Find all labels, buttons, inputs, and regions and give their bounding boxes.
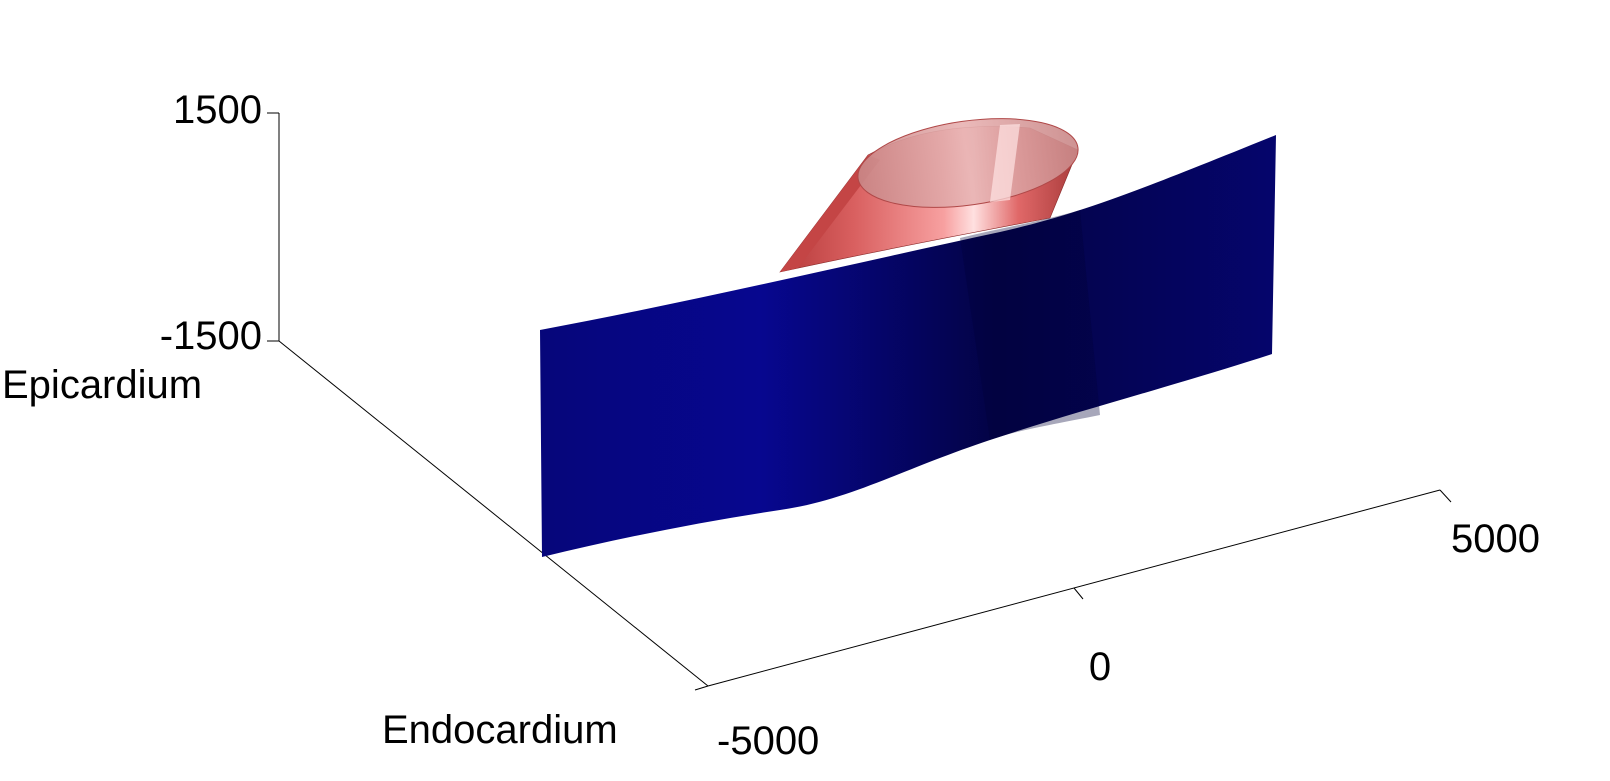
y-label-near: Epicardium [2,363,202,407]
cylinder-cap [857,118,1079,208]
y-label-far: Endocardium [382,708,618,752]
z-tick-label-top: 1500 [173,88,262,132]
y-tick-end [694,685,709,691]
surface-shade [960,210,1100,440]
axes [267,112,1452,691]
cylinder-shadow-edge [780,155,880,272]
z-tick-label-bottom: -1500 [160,314,262,358]
cylinder-highlight [990,124,1020,202]
x-tick-label-left: -5000 [717,719,819,763]
x-tick-label-mid: 0 [1089,645,1111,689]
blue-surface [540,135,1276,557]
x-tick-end [1439,489,1452,503]
y-axis-line [278,340,709,687]
x-tick-label-right: 5000 [1451,517,1540,561]
red-cylinder [779,118,1079,273]
x-tick-mid [1073,587,1084,600]
surface-sheet [540,135,1276,557]
